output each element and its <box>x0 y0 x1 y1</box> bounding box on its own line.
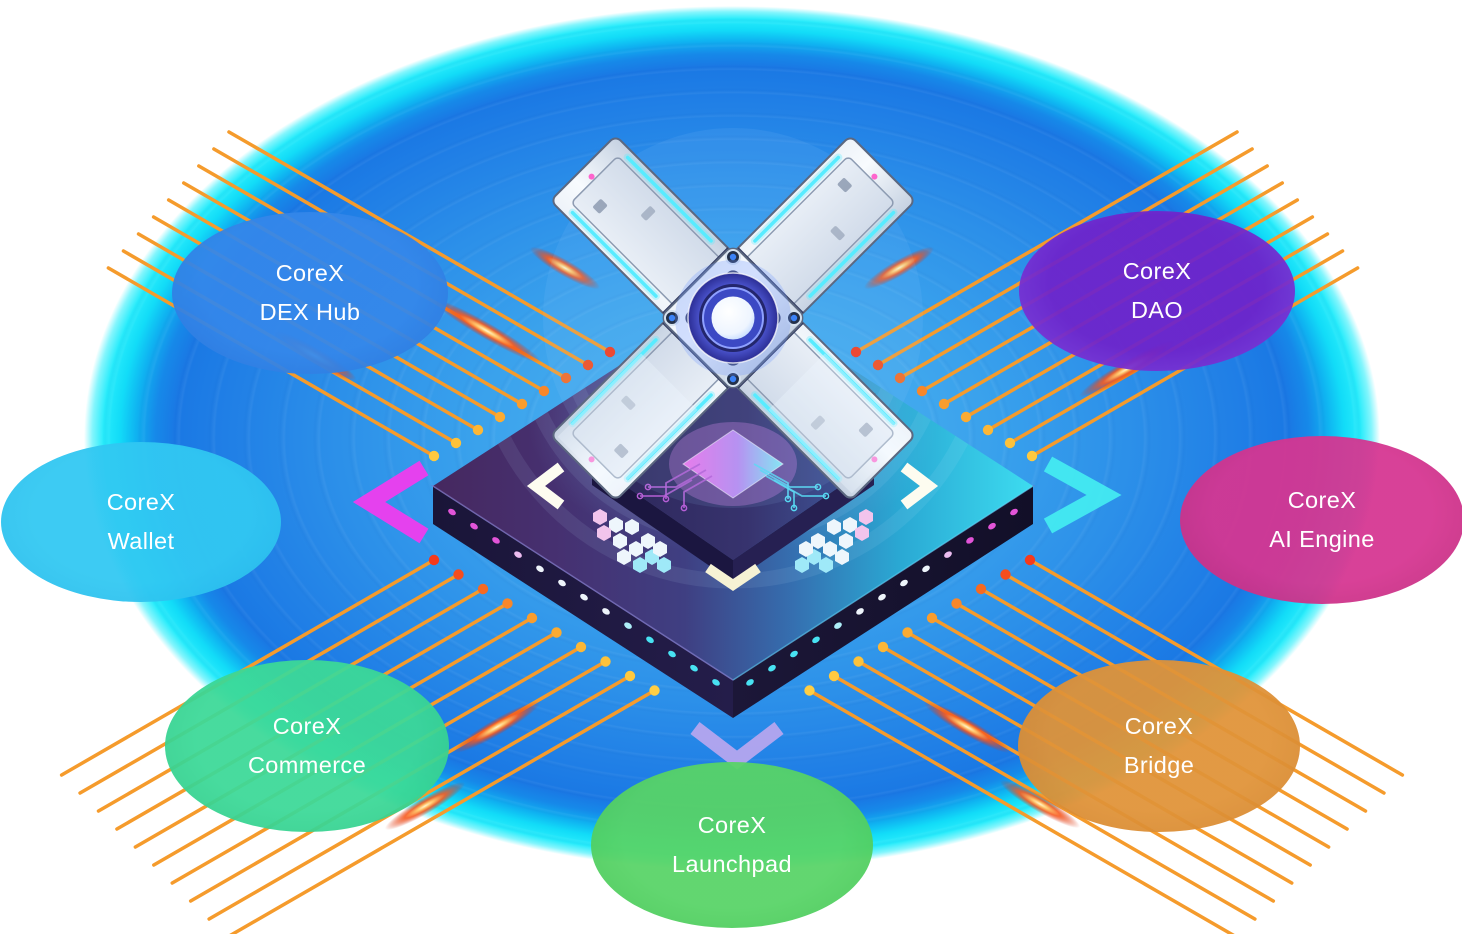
node-label: DAO <box>1130 296 1184 323</box>
node-brand: CoreX <box>275 260 345 286</box>
chevron-left-icon <box>526 462 565 510</box>
chevron-down-lavender-icon <box>690 722 784 770</box>
node-brand: CoreX <box>697 812 767 838</box>
glowing-core <box>675 260 791 376</box>
node-commerce: CoreX Commerce <box>165 660 449 832</box>
node-dex-hub: CoreX DEX Hub <box>172 212 448 374</box>
chevron-right-icon <box>900 462 939 510</box>
node-brand: CoreX <box>106 489 176 515</box>
node-label: Commerce <box>247 751 367 778</box>
node-dao: CoreX DAO <box>1019 211 1295 371</box>
glowing-chip <box>682 429 784 499</box>
chevron-down-icon <box>705 563 761 592</box>
platform-right-bevel <box>733 486 1033 718</box>
hub-bolts <box>664 249 802 387</box>
chevron-left-magenta-icon <box>352 460 429 544</box>
node-wallet: CoreX Wallet <box>1 442 281 602</box>
x-core-illustration <box>543 128 923 508</box>
node-brand: CoreX <box>1287 487 1357 513</box>
node-brand: CoreX <box>1122 258 1192 284</box>
node-launchpad: CoreX Launchpad <box>591 762 873 928</box>
node-label: DEX Hub <box>259 298 361 325</box>
node-brand: CoreX <box>1124 713 1194 739</box>
pcb-traces <box>636 463 830 512</box>
node-label: Wallet <box>107 527 175 554</box>
node-label: Bridge <box>1123 751 1195 778</box>
node-label: AI Engine <box>1269 525 1375 552</box>
edge-led-dots <box>448 508 1018 686</box>
hexagon-clusters <box>593 509 873 573</box>
node-bridge: CoreX Bridge <box>1018 660 1300 832</box>
inner-platform-left-bevel <box>592 463 733 582</box>
platform-left-bevel <box>433 486 733 718</box>
node-ai-engine: CoreX AI Engine <box>1180 436 1462 604</box>
node-brand: CoreX <box>272 713 342 739</box>
inner-platform-right-bevel <box>733 463 874 582</box>
node-label: Launchpad <box>672 850 792 877</box>
chevron-right-cyan-icon <box>1043 456 1122 534</box>
